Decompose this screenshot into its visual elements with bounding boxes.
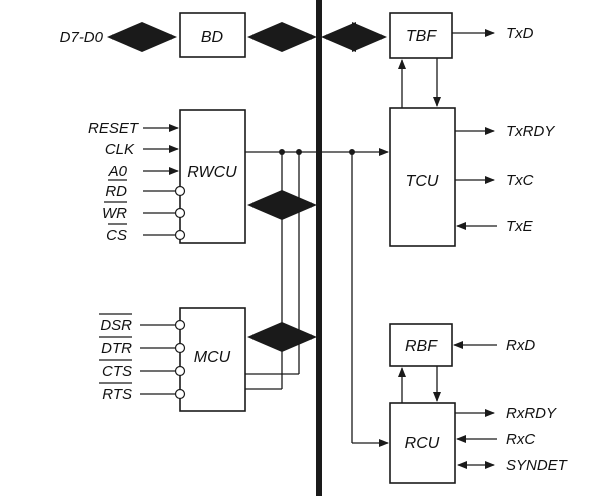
- cts-inversion-bubble: [174, 365, 186, 377]
- rd-label: RD: [105, 183, 127, 200]
- data-bus-label: D7-D0: [60, 29, 104, 46]
- rts-inversion-bubble: [174, 388, 186, 400]
- rcu-label: RCU: [405, 435, 440, 452]
- receive-signals: RxD RxRDY RxC SYNDET: [453, 337, 569, 474]
- control-lines: [245, 148, 389, 447]
- rxd-label: RxD: [506, 337, 535, 354]
- mcu-inputs: DSR DTR CTS RTS: [99, 313, 186, 403]
- syndet-label: SYNDET: [506, 457, 569, 474]
- dsr-inversion-bubble: [174, 319, 186, 331]
- cts-label: CTS: [102, 363, 132, 380]
- rd-inversion-bubble: [174, 185, 186, 197]
- wr-label: WR: [102, 205, 127, 222]
- a0-label: A0: [108, 163, 128, 180]
- transmit-signals: TxD TxRDY TxC TxE: [452, 25, 555, 235]
- txrdy-label: TxRDY: [506, 123, 555, 140]
- rbf-label: RBF: [405, 338, 438, 355]
- tbf-block: TBF: [389, 12, 453, 59]
- rxc-label: RxC: [506, 431, 535, 448]
- clk-label: CLK: [105, 141, 135, 158]
- cs-label: CS: [106, 227, 127, 244]
- rwcu-inputs: D7-D0 RESET CLK A0 RD WR CS: [60, 29, 186, 244]
- reset-label: RESET: [88, 120, 140, 137]
- dtr-inversion-bubble: [174, 342, 186, 354]
- rbf-block: RBF: [389, 323, 453, 367]
- rwcu-block: RWCU: [179, 109, 246, 244]
- mcu-block: MCU: [179, 307, 246, 412]
- txc-label: TxC: [506, 172, 534, 189]
- wr-inversion-bubble: [174, 207, 186, 219]
- buffer-links: [398, 58, 441, 403]
- txd-label: TxD: [506, 25, 534, 42]
- rwcu-label: RWCU: [187, 164, 237, 181]
- tbf-label: TBF: [406, 28, 437, 45]
- mcu-label: MCU: [194, 349, 231, 366]
- rts-label: RTS: [102, 386, 132, 403]
- txe-label: TxE: [506, 218, 534, 235]
- bd-label: BD: [201, 29, 224, 46]
- bd-block: BD: [179, 12, 246, 58]
- dtr-label: DTR: [101, 340, 132, 357]
- dsr-label: DSR: [100, 317, 132, 334]
- cs-inversion-bubble: [174, 229, 186, 241]
- tcu-block: TCU: [389, 107, 456, 247]
- tcu-label: TCU: [406, 173, 439, 190]
- rcu-block: RCU: [389, 402, 456, 484]
- rxrdy-label: RxRDY: [506, 405, 557, 422]
